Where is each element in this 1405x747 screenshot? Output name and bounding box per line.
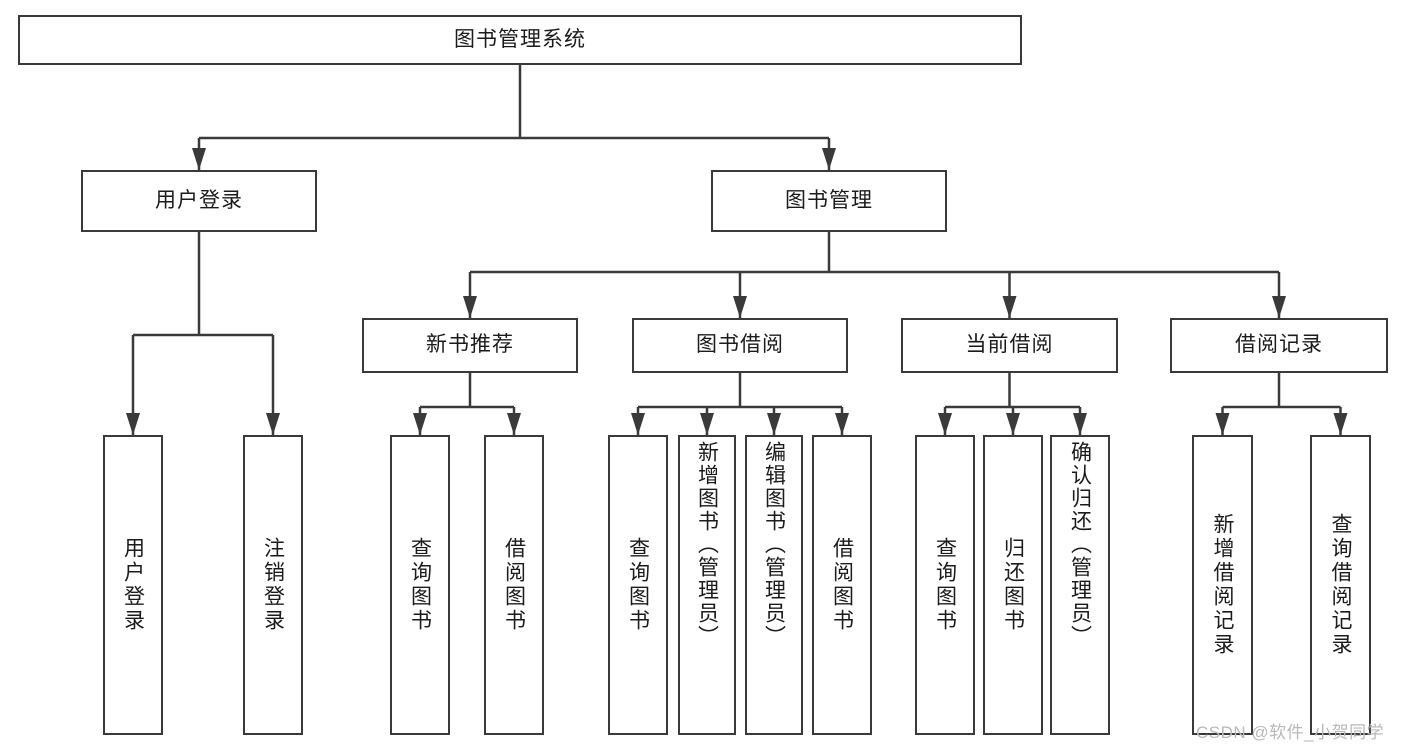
arrowhead-leaf-query-book-2 <box>631 413 645 435</box>
node-label: 借阅记录 <box>1235 333 1323 357</box>
arrowhead-leaf-borrow-book-2 <box>835 413 849 435</box>
node-label: 确认归还（管理员） <box>1068 441 1092 648</box>
arrowhead-book-manage <box>822 148 836 170</box>
arrowhead-leaf-add-record <box>1215 413 1230 435</box>
arrowhead-leaf-query-record <box>1333 413 1348 435</box>
arrowhead-book-borrow <box>733 296 747 318</box>
arrowhead-current-borrow <box>1002 296 1017 318</box>
arrowhead-new-book-rec <box>463 296 477 318</box>
node-label: 用户登录 <box>155 188 243 212</box>
node-label: 借阅图书 <box>502 537 526 633</box>
node-label: 新增借阅记录 <box>1211 513 1234 657</box>
arrowhead-leaf-query-book-1 <box>413 413 427 435</box>
node-leaf-borrow-book-1[interactable]: 借阅图书 <box>484 435 544 735</box>
arrowhead-leaf-confirm-return <box>1073 413 1087 435</box>
node-label: 图书管理 <box>785 188 873 212</box>
node-root[interactable]: 图书管理系统 <box>18 15 1022 65</box>
node-label: 用户登录 <box>121 537 145 633</box>
node-label: 编辑图书（管理员） <box>762 441 786 648</box>
node-label: 归还图书 <box>1001 537 1025 633</box>
node-label: 当前借阅 <box>965 333 1054 357</box>
arrowhead-leaf-user-logout <box>266 413 280 435</box>
node-user-login[interactable]: 用户登录 <box>81 170 317 232</box>
node-label: 新书推荐 <box>426 333 514 357</box>
node-leaf-query-book-2[interactable]: 查询图书 <box>608 435 668 735</box>
node-leaf-edit-book[interactable]: 编辑图书（管理员） <box>745 435 803 735</box>
arrowhead-borrow-record <box>1272 296 1286 318</box>
node-borrow-record[interactable]: 借阅记录 <box>1170 318 1388 373</box>
node-leaf-add-record[interactable]: 新增借阅记录 <box>1192 435 1253 735</box>
arrowhead-leaf-add-book <box>700 413 714 435</box>
node-leaf-query-record[interactable]: 查询借阅记录 <box>1310 435 1371 735</box>
node-current-borrow[interactable]: 当前借阅 <box>901 318 1118 373</box>
node-leaf-user-login[interactable]: 用户登录 <box>103 435 163 735</box>
node-leaf-query-book-3[interactable]: 查询图书 <box>915 435 975 735</box>
node-label: 新增图书（管理员） <box>695 441 719 648</box>
arrowhead-user-login <box>192 148 206 170</box>
arrowhead-leaf-edit-book <box>767 413 781 435</box>
node-label: 注销登录 <box>261 537 285 633</box>
arrowhead-leaf-user-login <box>126 413 140 435</box>
node-leaf-confirm-return[interactable]: 确认归还（管理员） <box>1050 435 1110 735</box>
node-book-manage[interactable]: 图书管理 <box>711 170 947 232</box>
node-new-book-rec[interactable]: 新书推荐 <box>362 318 578 373</box>
node-label: 查询借阅记录 <box>1329 513 1352 657</box>
node-label: 查询图书 <box>408 537 432 633</box>
node-label: 图书管理系统 <box>454 27 586 51</box>
arrowhead-leaf-borrow-book-1 <box>507 413 521 435</box>
node-leaf-query-book-1[interactable]: 查询图书 <box>390 435 450 735</box>
node-book-borrow[interactable]: 图书借阅 <box>632 318 848 373</box>
node-label: 查询图书 <box>626 537 650 633</box>
node-leaf-user-logout[interactable]: 注销登录 <box>243 435 303 735</box>
node-label: 借阅图书 <box>830 537 854 633</box>
arrowhead-leaf-query-book-3 <box>938 413 952 435</box>
node-label: 图书借阅 <box>696 333 784 357</box>
arrowhead-leaf-return-book <box>1006 413 1020 435</box>
node-leaf-add-book[interactable]: 新增图书（管理员） <box>678 435 736 735</box>
node-leaf-borrow-book-2[interactable]: 借阅图书 <box>812 435 872 735</box>
node-label: 查询图书 <box>933 537 957 633</box>
node-leaf-return-book[interactable]: 归还图书 <box>983 435 1043 735</box>
